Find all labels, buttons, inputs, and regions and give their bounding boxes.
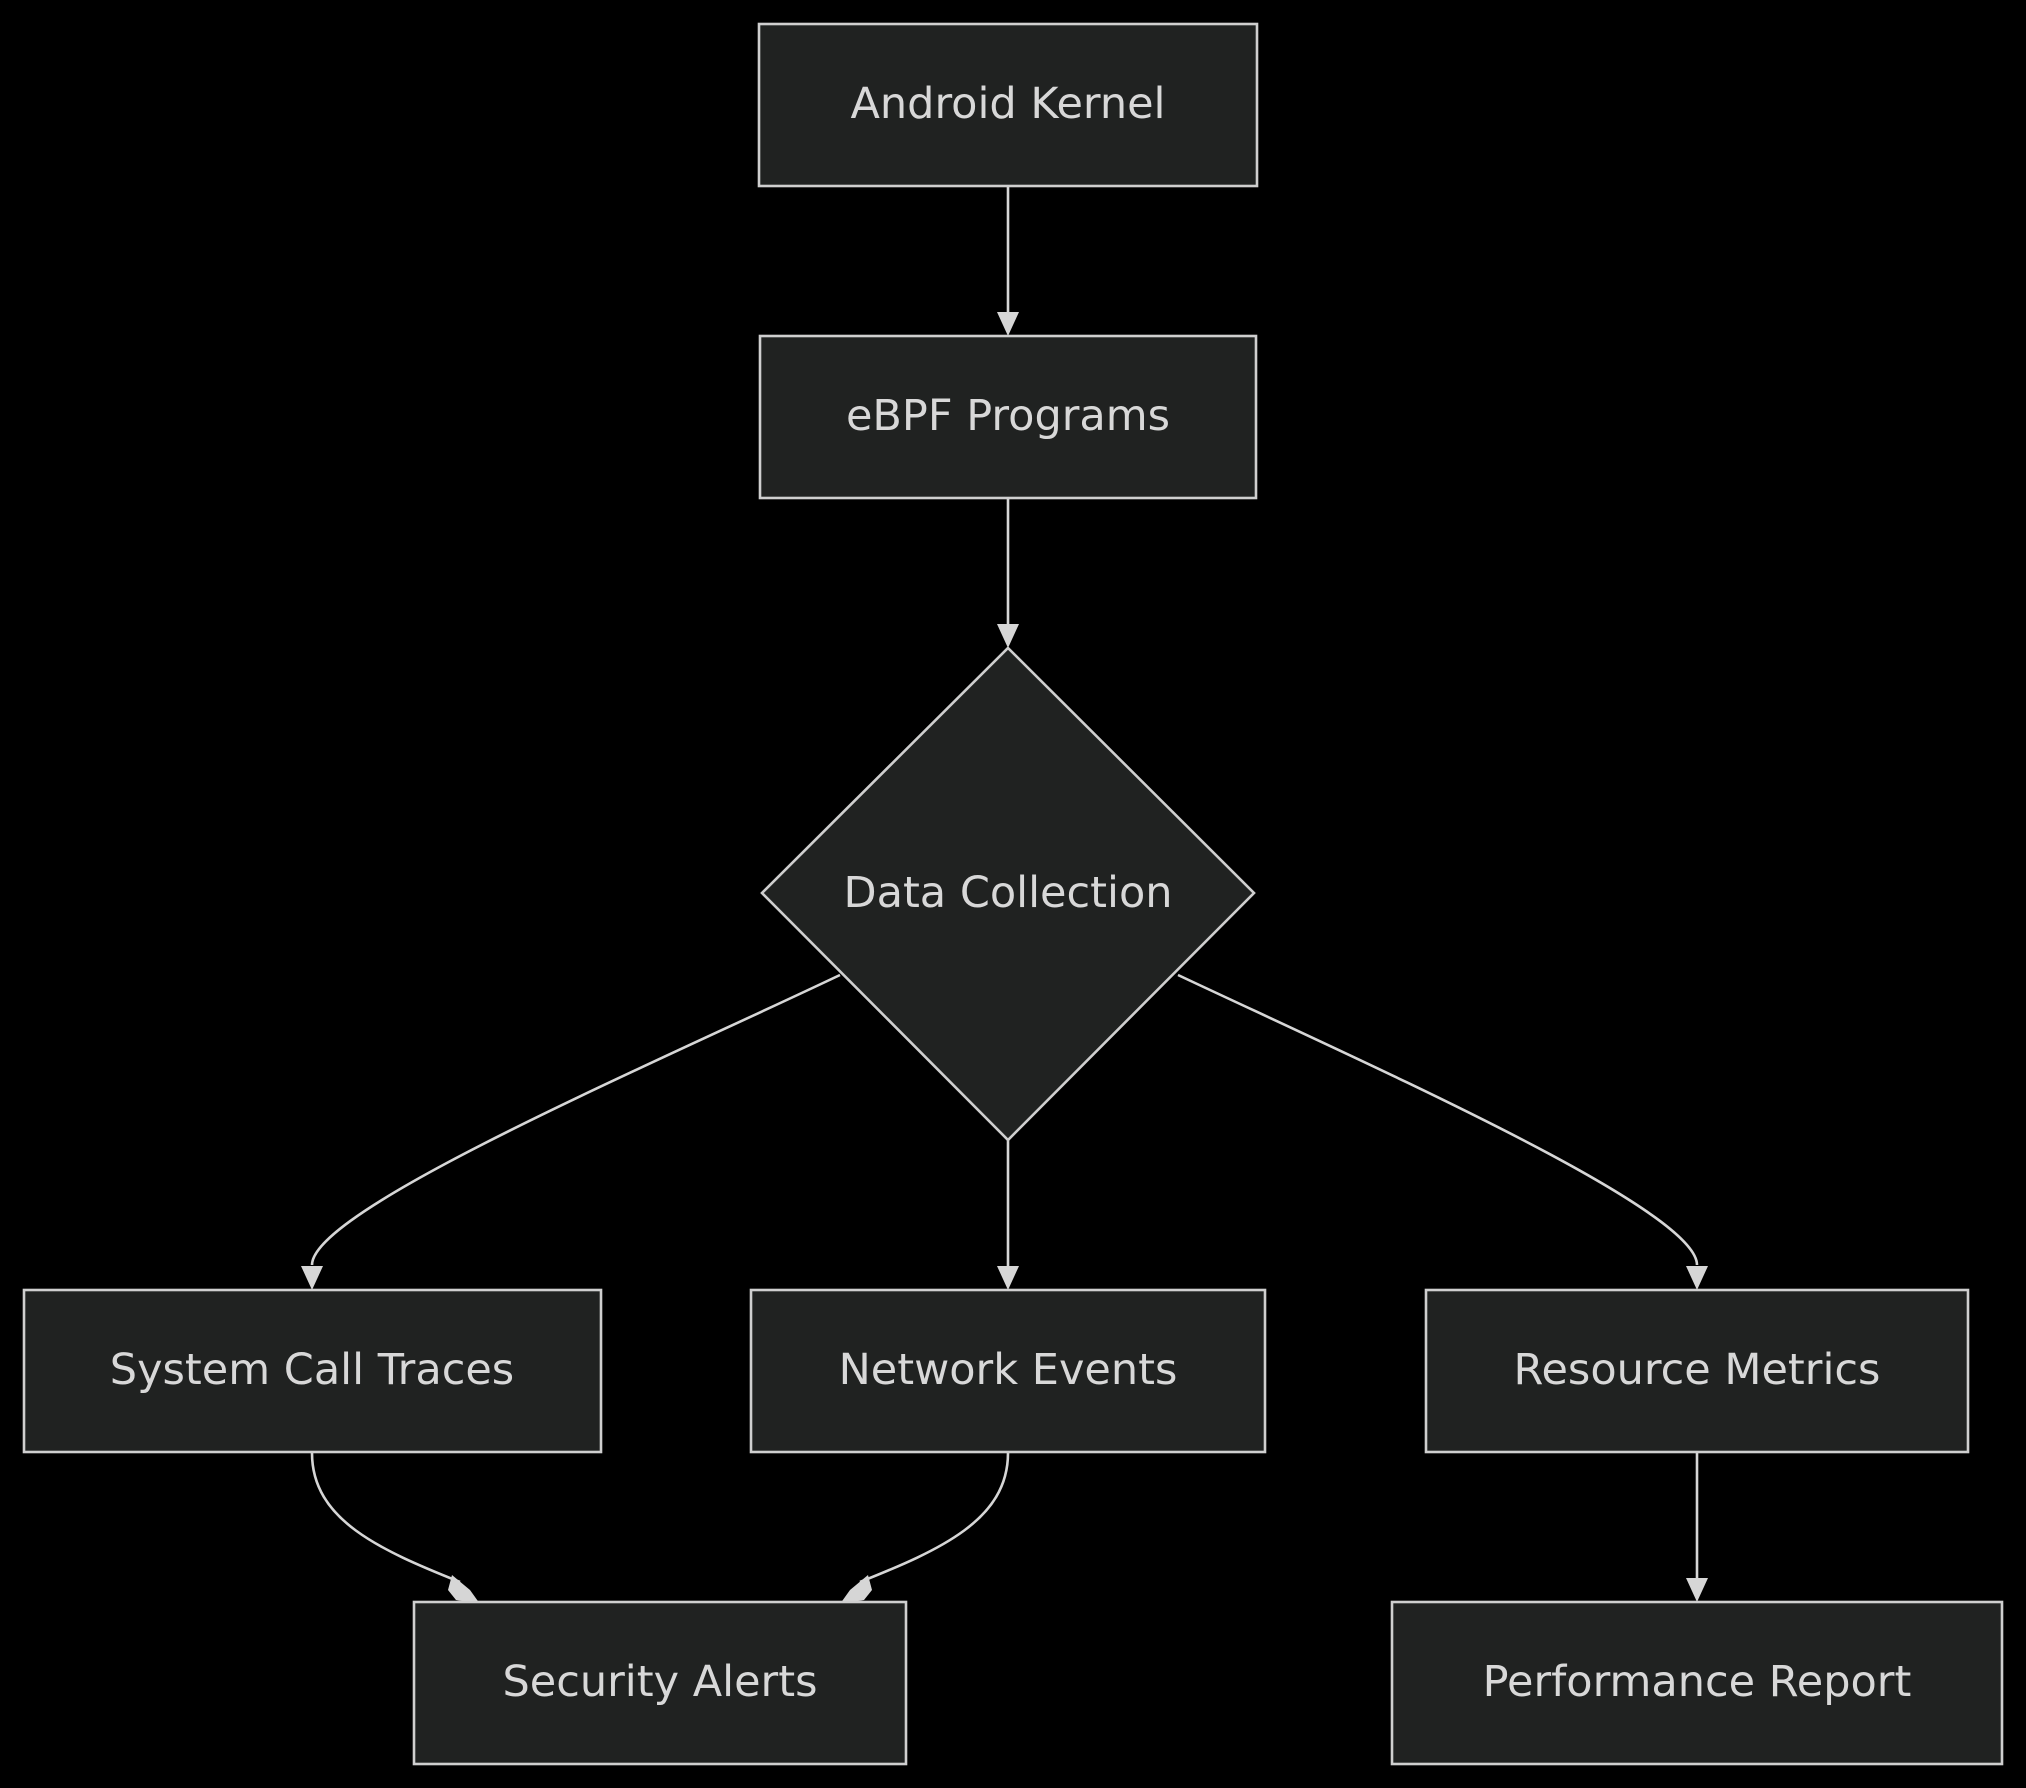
arrow-ebpf-to-datacollection [997, 624, 1019, 648]
node-android-kernel[interactable]: Android Kernel [757, 22, 1259, 188]
node-resource-metrics-label: Resource Metrics [1514, 1345, 1881, 1395]
node-performance-report[interactable]: Performance Report [1390, 1600, 2004, 1766]
arrow-datacollection-to-resource [1686, 1266, 1708, 1290]
node-security-alerts-label: Security Alerts [502, 1657, 817, 1707]
edge-datacollection-to-syscalls [310, 973, 841, 1266]
node-network-events[interactable]: Network Events [749, 1288, 1267, 1454]
node-resource-metrics[interactable]: Resource Metrics [1424, 1288, 1970, 1454]
node-ebpf-programs[interactable]: eBPF Programs [758, 334, 1258, 500]
edges [301, 187, 1708, 1604]
node-data-collection-label: Data Collection [843, 868, 1172, 918]
node-data-collection[interactable]: Data Collection [760, 646, 1256, 1142]
arrow-datacollection-to-network [997, 1266, 1019, 1290]
node-system-call-traces-label: System Call Traces [110, 1345, 514, 1395]
edge-datacollection-to-resource [1177, 973, 1699, 1266]
arrow-resource-to-performance [1686, 1578, 1708, 1602]
node-android-kernel-label: Android Kernel [850, 79, 1165, 129]
arrow-datacollection-to-syscalls [301, 1266, 323, 1290]
node-network-events-label: Network Events [839, 1345, 1178, 1395]
node-system-call-traces[interactable]: System Call Traces [22, 1288, 603, 1454]
edge-network-to-security [859, 1452, 1010, 1584]
arrow-syscalls-to-security [448, 1575, 480, 1604]
arrow-network-to-security [840, 1575, 872, 1604]
edge-syscalls-to-security [310, 1452, 461, 1584]
node-ebpf-programs-label: eBPF Programs [846, 391, 1170, 441]
node-performance-report-label: Performance Report [1483, 1657, 1912, 1707]
node-security-alerts[interactable]: Security Alerts [412, 1600, 908, 1766]
arrow-kernel-to-ebpf [997, 312, 1019, 336]
